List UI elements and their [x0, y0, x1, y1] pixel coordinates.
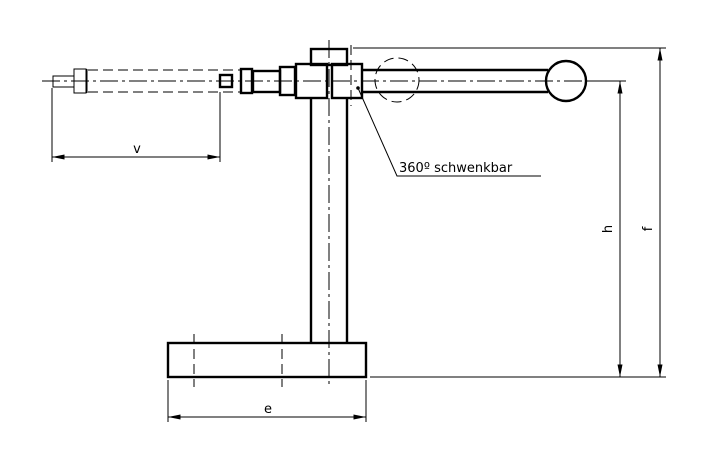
ball-knob [544, 59, 588, 103]
extended-arm-phantom [52, 57, 420, 103]
dimension-f: f [641, 48, 663, 377]
dimension-h-label: h [601, 225, 616, 233]
dimension-e: e [167, 380, 367, 422]
column [309, 40, 349, 385]
swivel-annotation: 360º schwenkbar [356, 86, 541, 177]
dimension-v: v [51, 88, 221, 162]
dimension-e-label: e [264, 402, 272, 417]
swivel-arm [218, 45, 588, 106]
annotation-text: 360º schwenkbar [399, 161, 513, 176]
base-plate [166, 334, 368, 387]
dimension-f-label: f [641, 226, 656, 231]
dimension-v-label: v [133, 142, 141, 157]
dimension-h: h [601, 81, 623, 377]
